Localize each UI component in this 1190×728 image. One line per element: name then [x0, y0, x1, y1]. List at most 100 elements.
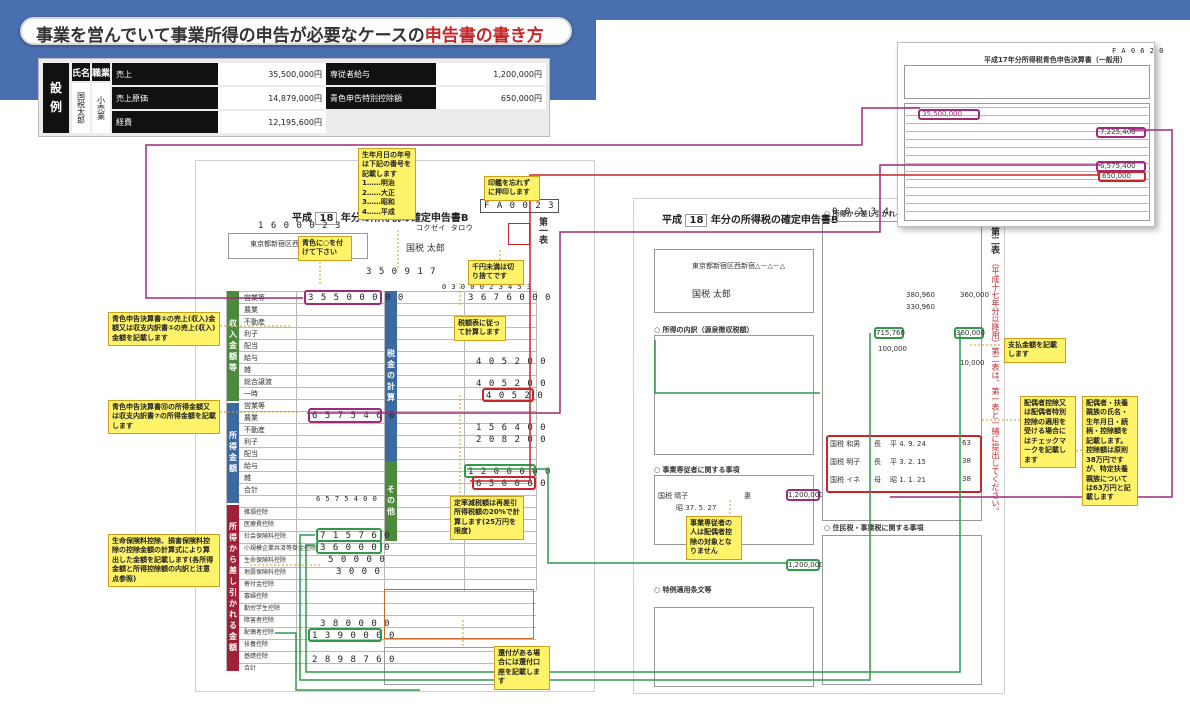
callout-seal: 印鑑を忘れずに押印します [484, 176, 540, 201]
grid-row-line [226, 507, 536, 508]
tax-return-form-second: 平成 18 年分の所得税の確定申告書B 0 0 2 3 4 第二表 （平成十七年… [633, 198, 1005, 694]
grid-line [296, 291, 297, 671]
section-income: 収入金額等 [227, 291, 239, 401]
callout-refund: 還付がある場合には還付口座を記載します [494, 646, 550, 690]
grid-row-line [226, 447, 536, 448]
form-c-total-bottom: 6,575,400 [1100, 162, 1136, 170]
address-text: 東京都新宿区西新宿 [250, 240, 313, 248]
employee-name: 国税 晴子 [658, 492, 689, 500]
occupation-header: 職業 [92, 63, 110, 81]
callout-employee: 事業専従者の人は配偶者控除の対象となりません [686, 516, 742, 560]
form-c-row-line [904, 115, 1150, 116]
form-c-row-line [904, 179, 1150, 180]
employee-relation: 妻 [744, 492, 751, 500]
grid-row-line [226, 375, 536, 376]
grid-row-line [226, 351, 536, 352]
small-business-amount: 360,000 [956, 329, 985, 337]
example-row: 売上原価 14,879,000円 青色申告特別控除額 650,000円 [112, 87, 546, 109]
amount-basic: 3 8 0 0 0 0 [320, 619, 391, 629]
connector-employee [467, 468, 786, 564]
dependent-name: 国税 明子 [830, 458, 861, 466]
grid-row-line [226, 399, 536, 400]
row-label: 雑 [244, 366, 251, 374]
connector-small-business [305, 333, 961, 673]
form-c-sales: 35,500,000 [922, 110, 963, 118]
highlight-fixed-rate [482, 388, 534, 402]
dependent-birth: 平 4. 9. 24 [890, 440, 926, 448]
life-general: 380,960 [906, 291, 935, 299]
form-c-row-line [904, 171, 1150, 172]
highlight-blue [472, 476, 536, 490]
grid-row-line [226, 459, 536, 460]
grid-row-line [226, 663, 536, 664]
grid-row-line [226, 339, 536, 340]
name-header: 氏名 [72, 63, 90, 81]
taxpayer-name: 国税 太郎 [406, 244, 445, 254]
form-c-row-line [904, 187, 1150, 188]
form-c-deduction: 650,000 [1102, 172, 1131, 180]
page-title-accent: 申告書の書き方 [424, 26, 544, 46]
amount-tax-c: 4 0 5 2 0 [486, 391, 544, 401]
amount-social-insurance: 7 1 5 7 6 0 [320, 531, 391, 541]
connector-deduction-total [275, 632, 420, 691]
life-pension: 100,000 [878, 345, 907, 353]
example-row: 経費 12,195,600円 [112, 111, 326, 133]
postal-code: 1 6 0 0 0 2 3 [258, 221, 342, 231]
earthquake-amount: 10,000 [960, 359, 985, 367]
title-pill [20, 17, 572, 45]
grid-row-line [226, 483, 536, 484]
amount-tax-a: 4 0 5 2 0 0 [476, 357, 547, 367]
grid-row-line [226, 495, 536, 496]
section-earnings: 所得金額 [227, 403, 239, 503]
amount-business-income: 6 5 7 5 4 0 0 [312, 411, 396, 421]
form-c-row-line [904, 163, 1150, 164]
deduction-label: 医療費控除 [244, 521, 275, 528]
callout-spouse: 配偶者控除又は配偶者特別控除の適用を受ける場合にはチェックマークを記載します [1020, 396, 1076, 469]
highlight-employee-salary [786, 489, 820, 501]
amount-total-income: 6 5 7 5 4 0 0 [316, 495, 378, 503]
amount-earthquake: 3 0 0 0 [336, 567, 381, 577]
income-breakdown-table [654, 335, 814, 455]
form-b-name: 国税 太郎 [692, 290, 731, 300]
dependent-relation: 母 [874, 476, 881, 484]
grid-row-line [226, 603, 536, 604]
dependent-name: 国税 イネ [830, 476, 861, 484]
amount-small-business: 3 6 0 0 0 0 [320, 543, 391, 553]
deduction-label: 扶養控除 [244, 641, 269, 648]
grid-line [226, 291, 227, 671]
row-label: 総合譲渡 [244, 378, 272, 386]
section-tax: 税金の計算 [385, 291, 397, 461]
deduction-label: 雑損控除 [244, 509, 269, 516]
form-c-header-box [904, 65, 1150, 99]
resident-table [822, 535, 982, 685]
callout-era: 生年月日の年号は下記の番号を記載します 1……明治 2……大正 3……昭和 4…… [358, 148, 416, 221]
section-deductions: 所得から差し引かれる金額 [227, 505, 239, 671]
deduction-label: 勤労学生控除 [244, 605, 281, 612]
example-badge: 設例 [43, 63, 69, 133]
grid-row-line [226, 579, 536, 580]
connector-business-income [307, 164, 1100, 414]
deduction-label: 生命保険料控除 [244, 557, 287, 564]
occupation-value: 小売業 [92, 83, 110, 133]
callout-payment: 支払金額を記載します [1004, 338, 1066, 363]
life-amount-2: 330,960 [906, 303, 935, 311]
grid-line [536, 291, 537, 591]
example-panel: 設例 氏名 職業 国税太郎 小売業 売上 35,500,000円 専従者給与 1… [38, 58, 550, 137]
dependent-income: 63 [962, 439, 971, 447]
row-label: 不動産 [244, 318, 265, 326]
callout-income: 青色申告決算書⑮の所得金額又は収支内訳書⑦の所得金額を記載します [108, 400, 220, 435]
row-label: 合計 [244, 486, 258, 494]
form-c-row-line [904, 107, 1150, 108]
deduction-label: 地震保険料控除 [244, 569, 287, 576]
grid-row-line [226, 615, 536, 616]
dependent-birth: 平 3. 2. 15 [890, 458, 926, 466]
highlight-form-c-deduction [1098, 171, 1146, 182]
form-b-code: 0 0 2 3 4 [832, 207, 890, 217]
deduction-label: 社会保険料控除 [244, 533, 287, 540]
section-income-breakdown: ○ 所得の内訳（源泉徴収税額） [654, 326, 754, 334]
row-label: 給与 [244, 354, 258, 362]
highlight-sales [304, 290, 382, 305]
section-special: ○ 特例適用条文等 [654, 586, 712, 594]
callout-sales: 青色申告決算書①の売上(収入)金額又は収支内訳書①の売上(収入)金額を記載します [108, 312, 220, 347]
form-c-row-line [904, 195, 1150, 196]
